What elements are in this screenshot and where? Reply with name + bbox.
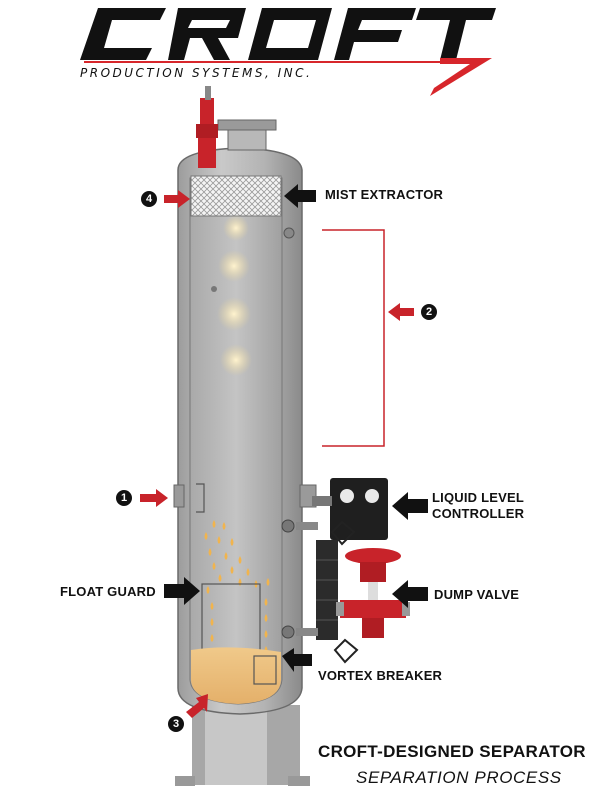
marker-4: 4	[141, 191, 157, 207]
caption-title: CROFT-DESIGNED SEPARATOR	[318, 742, 586, 761]
croft-logo	[80, 8, 496, 60]
arrow-up-right-red-icon	[186, 694, 208, 718]
marker-3: 3	[168, 716, 184, 732]
arrow-right-red-icon	[140, 489, 168, 507]
vessel-skirt	[175, 705, 310, 786]
marker-1: 1	[116, 490, 132, 506]
label-liquid-level-line2: CONTROLLER	[432, 506, 525, 521]
label-float-guard: FLOAT GUARD	[60, 584, 156, 599]
arrow-left-black-icon	[284, 184, 316, 208]
logo-tagline: PRODUCTION SYSTEMS, INC.	[80, 66, 313, 80]
gravity-section-bracket	[322, 229, 385, 447]
arrow-left-black-icon	[282, 648, 312, 672]
arrow-right-red-icon	[164, 190, 190, 208]
label-liquid-level-controller: LIQUID LEVEL CONTROLLER	[432, 490, 524, 522]
arrow-left-red-icon	[388, 303, 414, 321]
label-liquid-level-line1: LIQUID LEVEL	[432, 490, 524, 505]
arrow-right-black-icon	[164, 577, 200, 605]
logo-swoosh	[84, 58, 492, 96]
arrow-left-black-icon	[392, 580, 428, 608]
label-vortex-breaker: VORTEX BREAKER	[318, 668, 443, 683]
marker-2: 2	[421, 304, 437, 320]
label-mist-extractor: MIST EXTRACTOR	[325, 187, 444, 202]
caption-subtitle: SEPARATION PROCESS	[356, 768, 562, 787]
arrow-left-black-icon	[392, 492, 428, 520]
label-dump-valve: DUMP VALVE	[434, 587, 520, 602]
